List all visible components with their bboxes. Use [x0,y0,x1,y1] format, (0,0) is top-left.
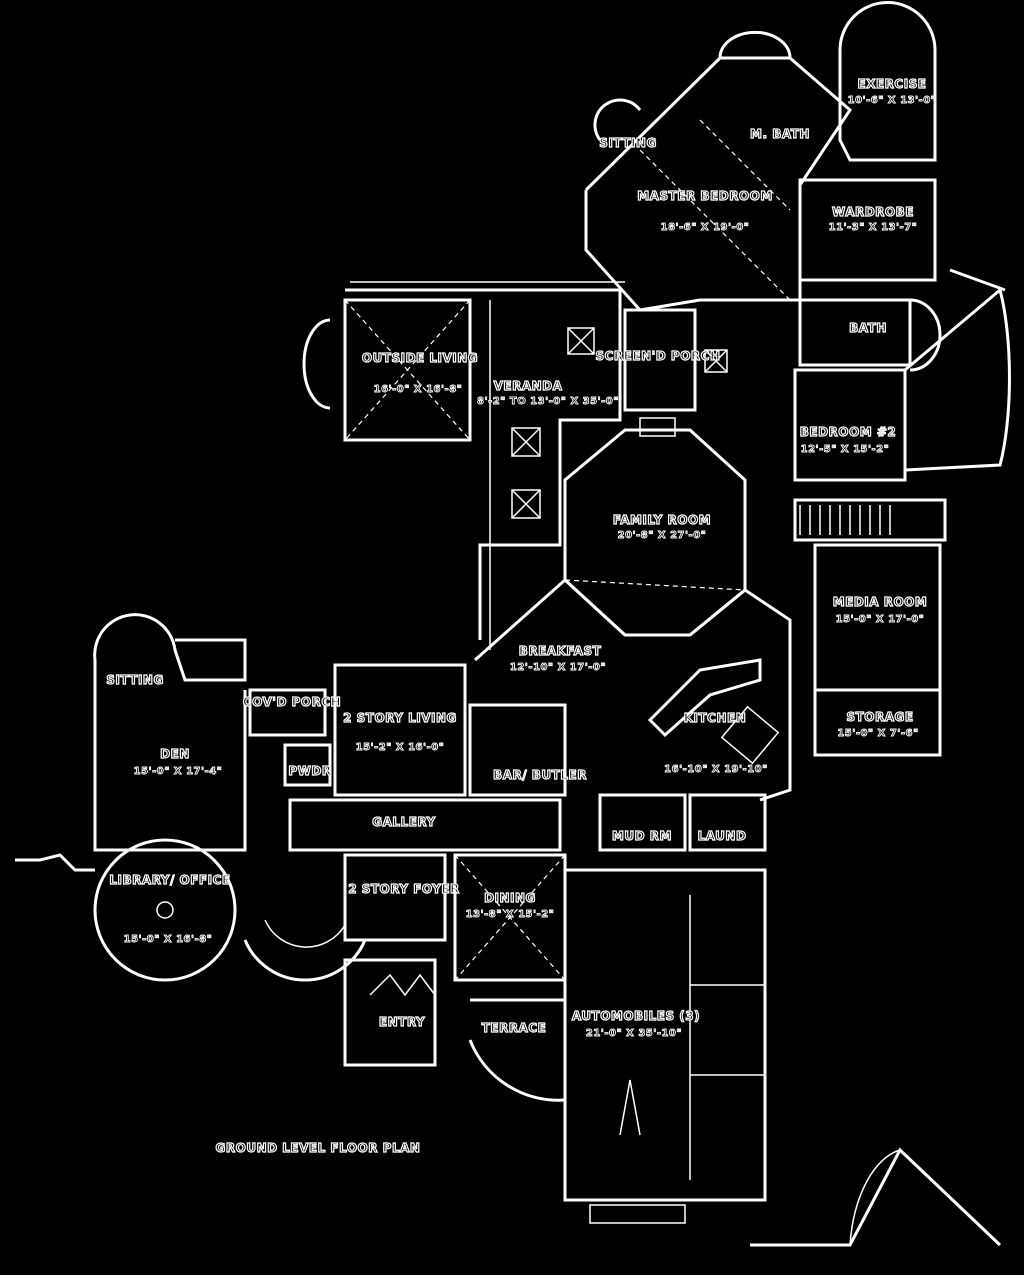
room-name-outside-living: OUTSIDE LIVING [362,351,478,365]
room-name-media-room: MEDIA ROOM [833,595,928,609]
room-name-mud-rm: MUD RM [612,829,672,843]
room-dims-automobiles: 21'-0" X 35'-10" [586,1028,682,1039]
room-dims-exercise: 10'-6" X 13'-0" [848,95,937,106]
room-name-den: DEN [160,747,190,761]
room-name-dining: DINING [484,891,536,905]
room-name-covd-porch: COV'D PORCH [243,695,341,709]
room-name-screened-porch: SCREEN'D PORCH [595,349,720,363]
room-name-library-office: LIBRARY/ OFFICE [109,873,230,887]
room-name-automobiles: AUTOMOBILES (3) [572,1009,700,1023]
room-dims-wardrobe: 11'-3" X 13'-7" [829,222,918,233]
room-name-bar-butler: BAR/ BUTLER [493,768,587,782]
room-name-m-bath: M. BATH [750,127,810,141]
room-dims-kitchen: 16'-10" X 19'-10" [664,764,768,775]
room-name-sitting-lower: SITTING [106,673,164,687]
room-dims-master-bedroom: 18'-6" X 19'-0" [661,222,750,233]
room-name-entry: ENTRY [379,1015,425,1029]
room-name-sitting-upper: SITTING [599,136,657,150]
room-name-storage: STORAGE [846,710,913,724]
room-dims-dining: 13'-8" X 15'-2" [466,909,555,920]
room-dims-storage: 15'-0" X 7'-6" [837,728,918,739]
room-name-wardrobe: WARDROBE [832,205,914,219]
room-name-pwdr: PWDR [288,764,331,778]
room-name-bath: BATH [849,321,887,335]
room-name-veranda: VERANDA [494,379,563,393]
room-dims-breakfast: 12'-10" X 17'-0" [510,662,606,673]
plan-caption: GROUND LEVEL FLOOR PLAN [216,1141,421,1155]
room-name-terrace: TERRACE [482,1021,547,1035]
room-dims-bedroom-2: 12'-5" X 15'-2" [801,444,890,455]
room-labels: EXERCISE 10'-6" X 13'-0" M. BATH SITTING… [106,76,937,1155]
room-dims-veranda: 8'-2" TO 13'-0" X 35'-0" [477,396,619,407]
room-dims-story-living: 15'-2" X 16'-0" [356,742,445,753]
plan-walls [15,1,1011,1247]
room-dims-outside-living: 16'-0" X 16'-8" [374,384,463,395]
room-name-exercise: EXERCISE [858,77,927,91]
room-dims-den: 15'-0" X 17'-4" [134,766,223,777]
room-name-kitchen: KITCHEN [684,711,747,725]
room-dims-library-office: 15'-0" X 16'-8" [124,934,213,945]
room-dims-family-room: 20'-8" X 27'-0" [618,530,707,541]
room-name-bedroom-2: BEDROOM #2 [800,425,896,439]
room-name-laund: LAUND [698,829,747,843]
room-name-story-foyer: 2 STORY FOYER [348,882,460,896]
room-dims-media-room: 15'-0" X 17'-0" [836,614,925,625]
room-name-master-bedroom: MASTER BEDROOM [637,189,773,203]
room-name-breakfast: BREAKFAST [519,644,602,658]
room-name-story-living: 2 STORY LIVING [343,711,457,725]
room-name-gallery: GALLERY [372,815,435,829]
room-name-family-room: FAMILY ROOM [613,513,711,527]
